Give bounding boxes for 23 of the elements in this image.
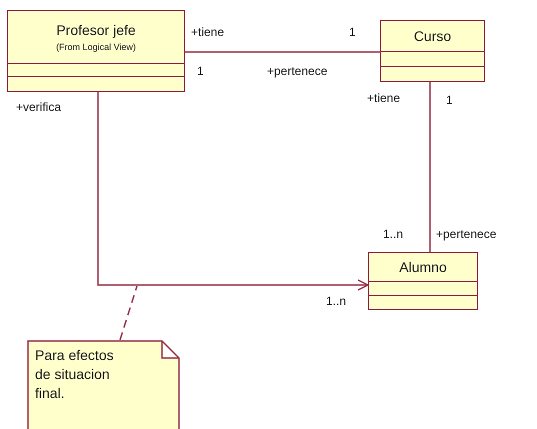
note-anchor-line: [119, 286, 138, 340]
multiplicity: 1: [446, 93, 453, 107]
role-name: +tiene: [367, 91, 400, 105]
association-line: [97, 92, 369, 291]
note-text: Para efectos de situacion final.: [34, 346, 115, 403]
stereotype-text: (From Logical View): [56, 42, 136, 52]
multiplicity: 1..n: [326, 294, 346, 308]
class-name: Curso: [414, 28, 452, 44]
multiplicity: 1: [197, 64, 204, 78]
association-line: [185, 51, 380, 53]
role-name: +verifica: [16, 100, 62, 114]
class-box: [380, 20, 485, 82]
note-box: [27, 340, 180, 429]
class-name: Alumno: [399, 259, 447, 275]
multiplicity: 1: [349, 25, 356, 39]
class-box: [368, 252, 478, 310]
role-name: +tiene: [191, 25, 224, 39]
class-name: Profesor jefe: [56, 22, 136, 38]
class-box: [7, 10, 185, 92]
multiplicity: 1..n: [383, 227, 404, 241]
role-name: +pertenece: [436, 227, 496, 241]
association-line: [429, 82, 431, 252]
role-name: +pertenece: [267, 64, 328, 78]
